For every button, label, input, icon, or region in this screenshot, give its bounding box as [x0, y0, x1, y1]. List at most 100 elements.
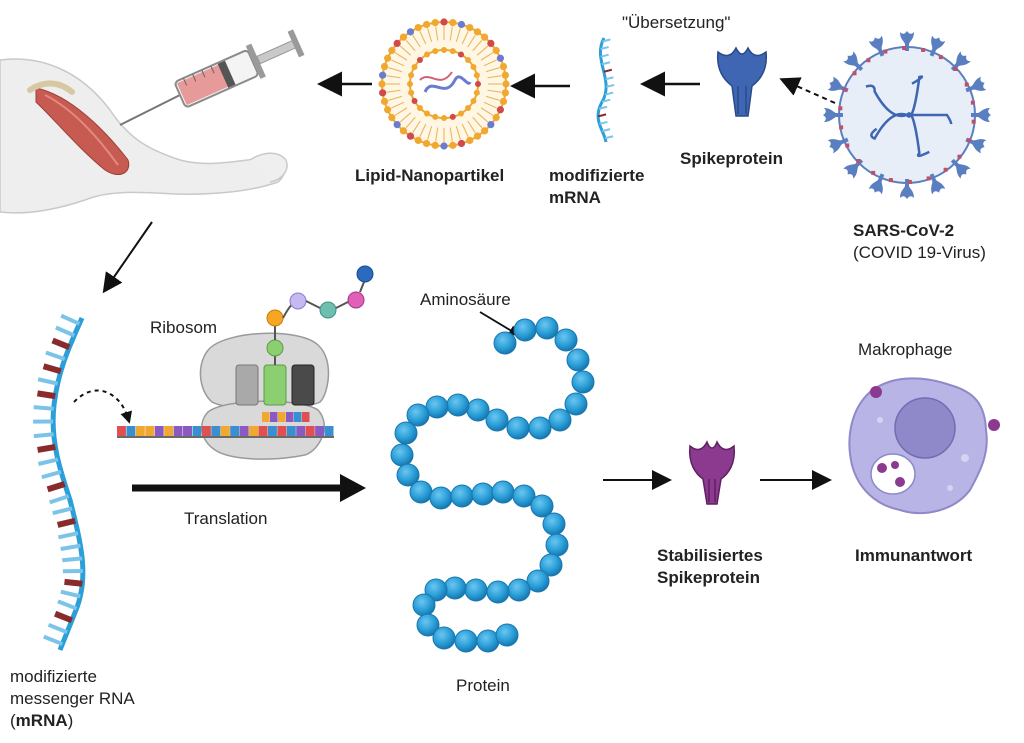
virus-spike — [868, 35, 885, 57]
makrophage-label: Makrophage — [858, 340, 953, 359]
aminosaeure-label: Aminosäure — [420, 290, 511, 309]
virus-membrane-protein — [852, 71, 857, 76]
amino-acid-bead — [432, 626, 456, 650]
lipid-head — [501, 71, 509, 79]
lipid-head — [393, 121, 401, 129]
lipid-tail — [435, 26, 439, 41]
mrna-nucleotide — [37, 457, 59, 466]
lipid-tail — [455, 126, 461, 140]
lipid-tail — [419, 31, 427, 45]
codon-nucleotide — [126, 426, 136, 436]
amino-acid-bead — [564, 392, 588, 416]
small-mrna-nucleotide — [599, 120, 608, 125]
virus-spike — [823, 108, 843, 122]
lipid-head — [380, 62, 389, 71]
lipid-head — [422, 139, 431, 148]
lipid-tail — [467, 120, 476, 134]
lipid-head — [422, 20, 431, 29]
lipid-head-inner — [475, 81, 481, 87]
lipid-head-inner — [465, 105, 472, 112]
virus-membrane-protein — [883, 49, 888, 54]
paren-close: ) — [67, 711, 74, 730]
amino-acid-bead — [513, 318, 537, 342]
codon-nucleotide — [286, 426, 296, 436]
small-mrna-nucleotide — [605, 76, 614, 81]
amino-acid-bead — [464, 578, 488, 602]
amino-acid-bead — [566, 348, 590, 372]
lipid-nanoparticle-icon — [378, 18, 510, 150]
stabilisiertes-label-line2: Spikeprotein — [657, 568, 760, 587]
amino-acid-bead — [535, 316, 559, 340]
amino-acid-bead — [394, 421, 418, 445]
lipid-tail — [483, 59, 497, 67]
codon-strand — [117, 412, 334, 438]
messenger-rna-label-line1: modifizierte — [10, 667, 97, 686]
lipid-head-inner — [432, 48, 439, 55]
lipid-head — [502, 80, 510, 88]
amino-acid-bead — [486, 580, 510, 604]
mrna-nucleotide — [36, 390, 56, 400]
mrna-nucleotide — [42, 363, 62, 375]
lipid-head — [466, 136, 474, 144]
lipid-head-inner — [441, 115, 447, 121]
mrna-nucleotide — [33, 432, 54, 439]
codon-nucleotide — [305, 426, 315, 436]
codon-nucleotide — [277, 426, 287, 436]
spike-protein-icon — [716, 46, 768, 117]
lipid-head — [399, 127, 407, 135]
anticodon-nucleotide — [262, 412, 270, 422]
virus-membrane-protein — [839, 125, 844, 130]
mrna-nucleotide — [51, 337, 71, 351]
lipid-tail — [486, 67, 500, 73]
mrna-nucleotide — [49, 494, 70, 505]
lipid-tail — [480, 107, 494, 116]
lipid-head — [466, 24, 474, 32]
protein-label: Protein — [456, 676, 510, 695]
anticodon-nucleotide — [286, 412, 294, 422]
lipid-head-inner — [441, 47, 447, 53]
amino-acid-bead — [507, 578, 531, 602]
virus-rna — [865, 84, 908, 118]
lipid-tail — [483, 101, 497, 109]
mrna-nucleotide — [56, 517, 76, 528]
small-mrna-nucleotide — [604, 135, 614, 140]
lipid-head — [431, 141, 439, 149]
lipid-head-inner — [416, 56, 423, 63]
lipid-head — [457, 139, 466, 148]
messenger-rna-label-line3: (mRNA) — [10, 710, 73, 731]
codon-nucleotide — [249, 426, 259, 436]
virus-membrane-protein — [964, 82, 969, 87]
mrna-bold: mRNA — [15, 711, 68, 730]
codon-nucleotide — [220, 426, 230, 436]
amino-acid-bead — [396, 463, 420, 487]
small-mrna-nucleotide — [601, 98, 611, 103]
lipid-tail — [449, 127, 453, 142]
sars-cov2-label: SARS-CoV-2 — [853, 221, 955, 240]
amino-acid-bead — [454, 629, 478, 653]
mrna-nucleotide — [33, 405, 54, 411]
virus-membrane-protein — [871, 170, 876, 175]
virus-spike — [929, 173, 946, 195]
small-mrna-nucleotide — [602, 38, 611, 43]
arrow-arm-to-mrna — [102, 221, 153, 294]
lipid-tail — [487, 75, 502, 79]
translation-arrowhead — [340, 474, 366, 502]
mrna-nucleotide — [60, 313, 81, 326]
lipid-head — [414, 136, 422, 144]
lipid-head-inner — [416, 105, 423, 112]
codon-nucleotide — [211, 426, 221, 436]
codon-nucleotide — [117, 426, 126, 436]
mrna-nucleotide — [47, 622, 68, 635]
lipid-head — [440, 18, 448, 26]
ribosom-label: Ribosom — [150, 318, 218, 337]
mrna-nucleotide — [41, 469, 62, 480]
lipid-head-inner — [449, 113, 456, 120]
lipid-head-inner — [473, 72, 480, 79]
lipid-tail — [461, 31, 469, 45]
lipid-head — [501, 89, 509, 97]
lipid-head — [440, 142, 448, 150]
aminosaeure-pointer — [479, 311, 520, 336]
amino-acid-bead — [548, 408, 572, 432]
amino-acid-bead — [530, 494, 554, 518]
